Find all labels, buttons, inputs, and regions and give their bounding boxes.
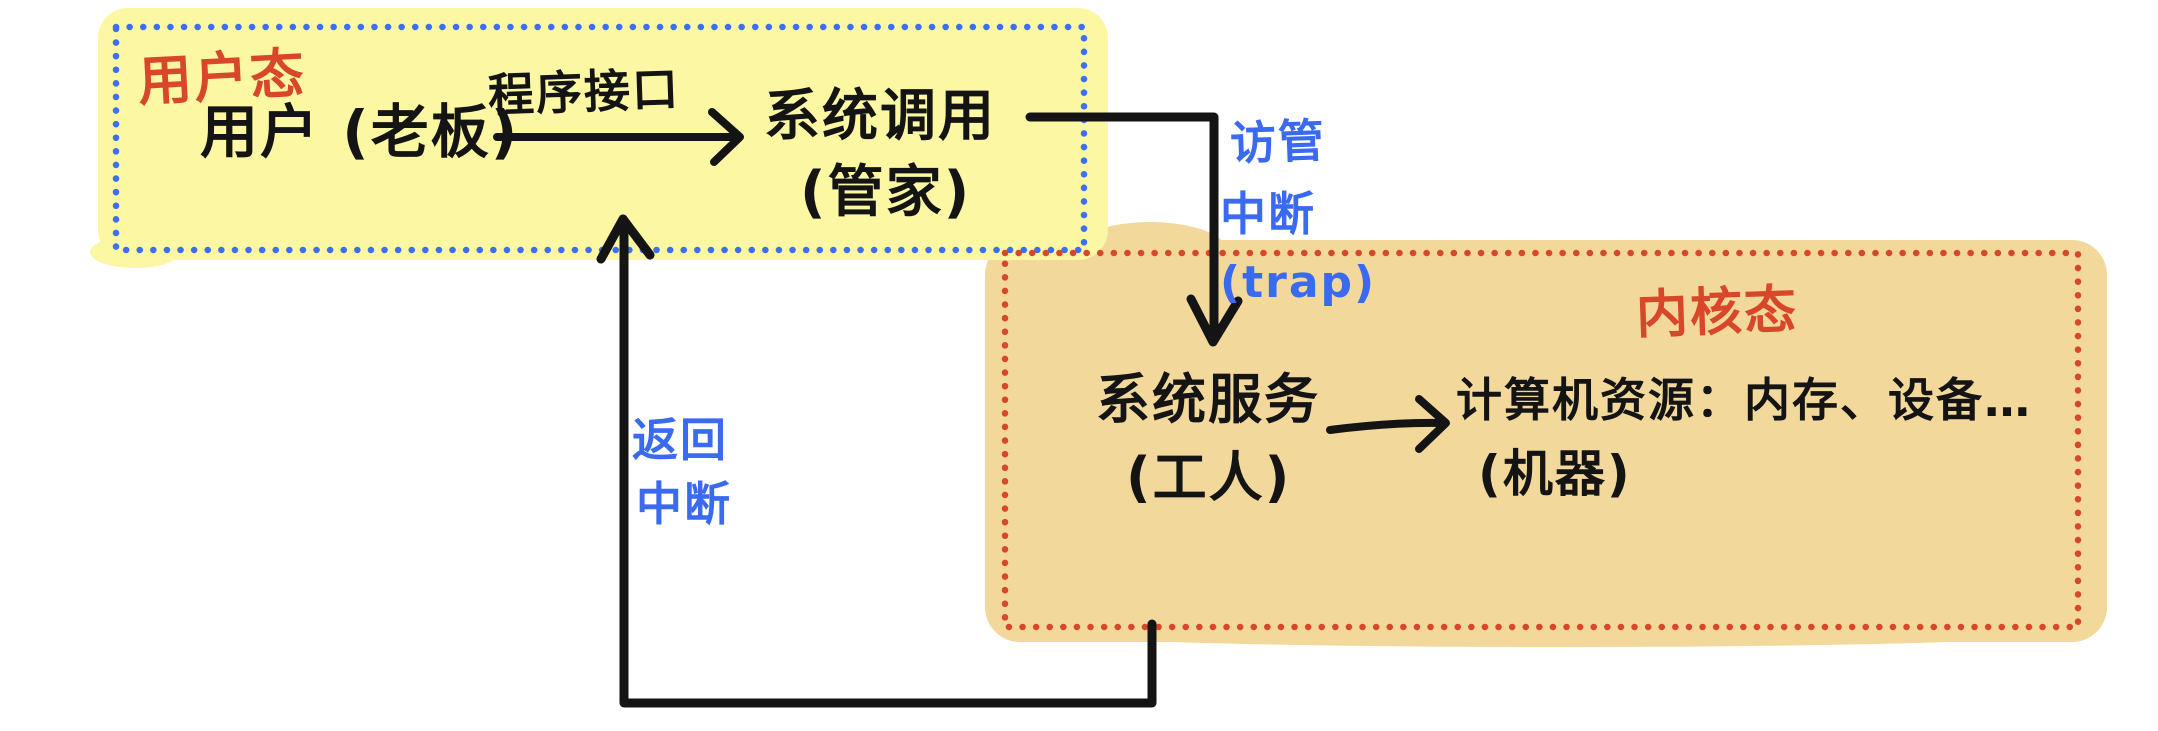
trap-arrowhead-icon <box>1186 294 1243 347</box>
kernel-mode-region-spill <box>1040 617 2080 647</box>
syscall-node-sublabel: (管家) <box>800 160 972 225</box>
return-arrow <box>619 217 1157 708</box>
resources-node-label: 计算机资源：内存、设备… <box>1456 373 2032 427</box>
service-node-sublabel: (工人) <box>1126 446 1292 509</box>
resource-arrowhead-icon <box>1415 395 1450 453</box>
resource-arrow <box>1326 418 1446 434</box>
kernel-mode-region-bulge <box>1072 222 1228 282</box>
kernel-mode-region <box>985 240 2107 642</box>
return-annotation-line2: 中断 <box>636 477 732 531</box>
resources-node-sublabel: (机器) <box>1478 445 1632 503</box>
user-mode-dotted-border <box>112 23 1088 254</box>
return-annotation-line1: 返回 <box>632 413 728 467</box>
kernel-mode-dotted-border <box>1001 249 2082 631</box>
trap-annotation-line3: (trap) <box>1220 257 1377 308</box>
user-node-label: 用户 (老板) <box>200 98 520 166</box>
syscall-node-label: 系统调用 <box>764 84 996 149</box>
trap-arrow <box>1025 112 1219 343</box>
return-arrowhead-icon <box>596 214 655 264</box>
service-node-label: 系统服务 <box>1096 368 1320 431</box>
kernel-mode-label: 内核态 <box>1634 280 1800 346</box>
program-interface-label: 程序接口 <box>487 61 681 123</box>
trap-annotation-line1: 访管 <box>1229 113 1327 171</box>
user-mode-region-spill <box>90 236 180 268</box>
trap-annotation-line2: 中断 <box>1220 187 1316 241</box>
program-interface-arrowhead-icon <box>708 108 744 166</box>
